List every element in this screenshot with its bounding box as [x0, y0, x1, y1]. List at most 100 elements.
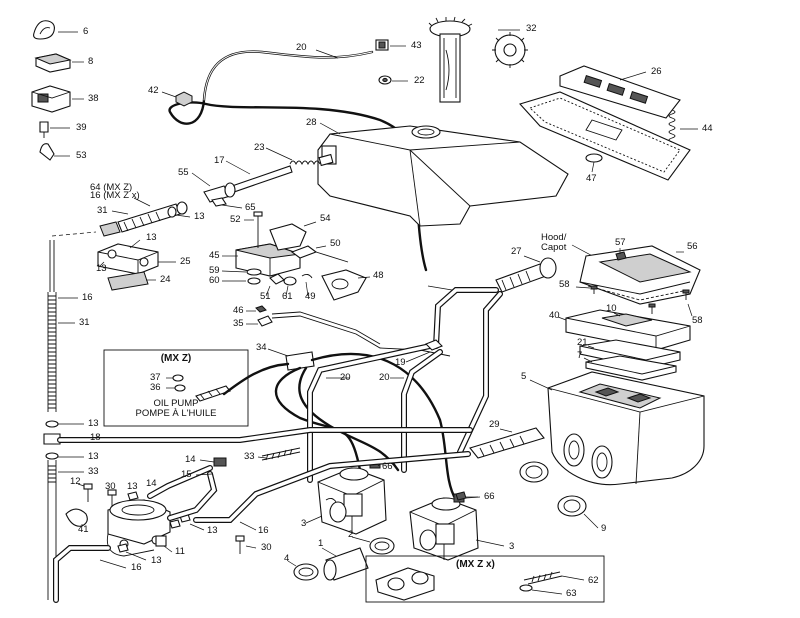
callout-label: 3: [301, 518, 306, 529]
inset-mxzx: (MX Z x): [365, 555, 605, 603]
callout-label: 62: [588, 575, 599, 586]
hood-label-fr: Capot: [541, 242, 567, 253]
callout-label: 20: [340, 372, 351, 383]
callout-label: 11: [175, 546, 185, 557]
part-sensor-50: [290, 245, 349, 263]
callout-label: 15: [181, 469, 192, 480]
callout-label: 66: [382, 461, 393, 472]
callout-label: 9: [601, 523, 606, 534]
callout-label: 26: [651, 66, 662, 77]
callout-label: 13: [88, 418, 99, 429]
callout-label: 13: [88, 451, 99, 462]
inset-mxzx-title: (MX Z x): [456, 559, 495, 570]
callout-label: 30: [261, 542, 272, 553]
callout-label: 33: [88, 466, 99, 477]
part-spring-23: [265, 147, 334, 167]
callout-label: 46: [233, 305, 244, 316]
part-oil-tank-28: [317, 122, 569, 227]
callout-label: 65: [245, 202, 256, 213]
callout-label: 58: [692, 315, 703, 326]
part-housing-54: [269, 221, 317, 251]
callout-label: 18: [90, 432, 101, 443]
callout-label: 16 (MX Z x): [90, 190, 140, 201]
part-strap-29: [469, 427, 545, 459]
callout-label: 23: [254, 142, 265, 153]
callout-label: 35: [233, 318, 244, 329]
callout-label: 30: [105, 481, 116, 492]
inset-mxz-caption-fr: POMPE À L'HUILE: [135, 408, 216, 419]
part-clip-57: [615, 248, 627, 261]
callout-label: 40: [549, 310, 560, 321]
callout-label: 13: [207, 525, 218, 536]
callout-label: 20: [296, 42, 307, 53]
part-cable-20-lower: [307, 285, 503, 483]
callout-label: 16: [82, 292, 93, 303]
callout-label: 56: [687, 241, 698, 252]
part-fitting-55: [191, 172, 236, 203]
part-bolt-30: [107, 489, 257, 554]
callout-label: 42: [148, 85, 159, 96]
part-oil-pump: [106, 499, 171, 557]
part-bolt-12: [77, 483, 93, 502]
callout-label: 24: [160, 274, 171, 285]
callout-label: 16: [258, 525, 269, 536]
part-bracket-45: [222, 243, 301, 277]
part-label-24: [107, 271, 156, 291]
callout-label: 7: [577, 350, 582, 361]
callout-label: 55: [178, 167, 189, 178]
part-cable-33: [257, 447, 301, 461]
callout-label: 32: [526, 23, 537, 34]
callout-label: 63: [566, 588, 577, 599]
callout-label: 59: [209, 265, 220, 276]
callout-label: 25: [180, 256, 191, 267]
part-grommet-22: [378, 75, 408, 85]
part-nut-65: [211, 197, 243, 209]
callout-label: 20: [379, 372, 390, 383]
callout-label: 49: [305, 291, 316, 302]
callout-label: 29: [489, 419, 500, 430]
callout-label: 13: [146, 232, 157, 243]
callout-label: 54: [320, 213, 331, 224]
callout-label: 13: [151, 555, 162, 566]
part-cable-splitter-34: [222, 348, 458, 502]
callout-label: 52: [230, 214, 241, 225]
part-primer-27: [495, 255, 557, 293]
callout-label: 16: [131, 562, 142, 573]
part-adjuster-31: [99, 197, 188, 237]
inset-mxz-title: (MX Z): [161, 353, 192, 364]
part-filter-40: [557, 309, 691, 351]
callout-label: 28: [306, 117, 317, 128]
callout-label: 61: [282, 291, 293, 302]
part-junction-25: [97, 239, 176, 275]
callout-label: 57: [615, 237, 626, 248]
part-nut-13a: [167, 206, 191, 218]
callout-label: 41: [78, 524, 89, 535]
part-screw-52: [244, 211, 263, 248]
part-fitting-35: [246, 315, 273, 327]
callout-label: 17: [214, 155, 225, 166]
part-filter-21: [579, 339, 681, 369]
part-plug-42: [161, 91, 193, 107]
callout-label: 39: [76, 122, 87, 133]
callout-label: 48: [373, 270, 384, 281]
callout-label: 12: [70, 476, 81, 487]
part-gasket-26: [559, 65, 681, 119]
callout-label: 5: [521, 371, 526, 382]
part-filter-7: [583, 355, 677, 381]
callout-label: 51: [260, 291, 271, 302]
part-nut-46: [246, 305, 267, 313]
callout-label: 10: [606, 303, 617, 314]
part-boot-48: [321, 269, 371, 301]
inset-mxz: (MX Z) OIL PUMP POMPE À L'HUILE: [103, 349, 249, 427]
hood-label-en: Hood/: [541, 232, 567, 243]
callout-label: 2: [348, 529, 353, 540]
callout-label: 27: [511, 246, 522, 257]
callout-label: 43: [411, 40, 422, 51]
part-washer-47: [585, 153, 603, 173]
part-cable-16-31: [47, 231, 97, 412]
part-adaptors-9: [519, 461, 599, 529]
part-clamp-4: [287, 560, 319, 581]
part-clip-51-61-49: [265, 273, 313, 297]
